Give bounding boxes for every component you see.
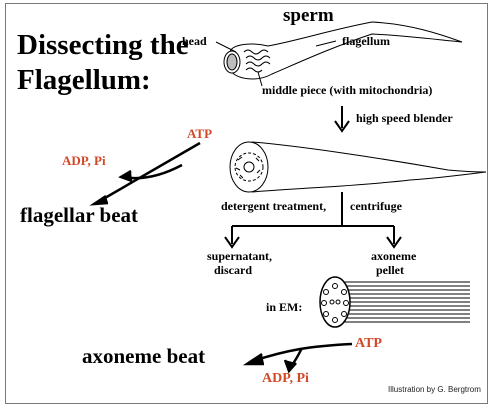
isolated-flagellum [229,141,487,193]
flagellar-beat-label: flagellar beat [20,203,139,227]
axoneme-pellet-line-2: pellet [376,263,404,277]
atp-hydrolysis-arrows-bottom [242,342,353,374]
blender-label: high speed blender [356,111,453,125]
head-label: head [182,34,207,48]
slide-frame [5,3,488,404]
axoneme-pellet-line-1: axoneme [371,249,417,263]
centrifuge-label: centrifuge [350,199,402,213]
sperm-illustration [215,21,463,87]
in-em-label: in EM: [266,300,303,314]
title-line-2: Flagellum: [17,64,151,96]
axoneme-em-drawing [319,276,470,328]
centrifuge-split-arrows [224,192,402,249]
supernatant-line-2: discard [214,263,253,277]
title-line-1: Dissecting the [17,29,189,61]
atp-label-bottom: ATP [355,336,382,351]
adp-pi-label-top: ADP, Pi [62,153,106,168]
adp-pi-label-bottom: ADP, Pi [262,371,309,386]
sperm-label: sperm [283,5,334,26]
atp-label-top: ATP [187,126,213,141]
axoneme-beat-label: axoneme beat [82,344,206,368]
supernatant-line-1: supernatant, [207,249,273,263]
middle-piece-label: middle piece (with mitochondria) [262,83,433,97]
detergent-label: detergent treatment, [221,199,327,213]
flagellum-label: flagellum [342,34,390,48]
blender-arrow [334,106,350,133]
illustration-credit: Illustration by G. Bergtrom [388,385,481,394]
atp-hydrolysis-arrows-top [89,141,201,206]
